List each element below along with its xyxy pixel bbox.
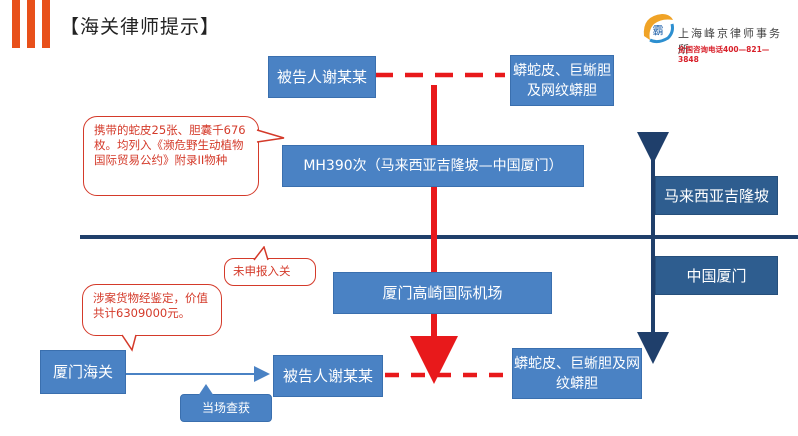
customs-label: 厦门海关 xyxy=(52,363,113,381)
seized-callout-pointer xyxy=(198,384,214,396)
goods-bottom-box: 蟒蛇皮、巨蜥胆及网纹蟒胆 xyxy=(512,348,642,399)
defendant-top-label: 被告人谢某某 xyxy=(276,68,367,86)
airport-label: 厦门高崎国际机场 xyxy=(382,284,503,302)
seized-label: 当场查获 xyxy=(201,401,250,415)
seized-callout: 当场查获 xyxy=(180,394,272,422)
accent-bar-1 xyxy=(12,0,20,48)
logo: 霸 上海峰京律师事务所 全国咨询电话400—821—3848 xyxy=(640,10,790,64)
logo-mark: 霸 xyxy=(653,24,664,37)
undeclared-callout-pointer xyxy=(253,246,269,261)
defendant-bottom-label: 被告人谢某某 xyxy=(282,367,373,385)
logo-name: 上海峰京律师事务所 xyxy=(678,27,782,56)
goods-top-box: 蟒蛇皮、巨蜥胆及网纹蟒胆 xyxy=(510,55,614,106)
carry-callout-text: 携带的蛇皮25张、胆囊千676枚。均列入《濒危野生动植物国际贸易公约》附录II物… xyxy=(94,123,246,167)
logo-icon: 霸 xyxy=(643,14,674,44)
appraisal-callout-text: 涉案货物经鉴定，价值共计6309000元。 xyxy=(93,291,208,320)
customs-box: 厦门海关 xyxy=(40,350,126,394)
china-box: 中国厦门 xyxy=(655,256,778,295)
goods-top-label: 蟒蛇皮、巨蜥胆及网纹蟒胆 xyxy=(513,62,611,99)
undeclared-callout-text: 未申报入关 xyxy=(233,264,291,278)
airport-box: 厦门高崎国际机场 xyxy=(333,272,552,314)
malaysia-label: 马来西亚吉隆坡 xyxy=(663,186,769,205)
malaysia-box: 马来西亚吉隆坡 xyxy=(655,176,778,215)
page-title: 【海关律师提示】 xyxy=(60,16,221,38)
defendant-bottom-box: 被告人谢某某 xyxy=(273,355,383,397)
logo-phone: 全国咨询电话400—821—3848 xyxy=(678,45,770,64)
goods-bottom-label: 蟒蛇皮、巨蜥胆及网纹蟒胆 xyxy=(514,355,640,392)
accent-bar-2 xyxy=(27,0,35,48)
undeclared-callout: 未申报入关 xyxy=(224,258,316,286)
china-label: 中国厦门 xyxy=(686,266,747,285)
appraisal-callout: 涉案货物经鉴定，价值共计6309000元。 xyxy=(82,284,222,336)
flight-label: MH390次（马来西亚吉隆坡—中国厦门） xyxy=(303,158,563,174)
carry-callout-pointer xyxy=(256,129,285,143)
accent-bar-3 xyxy=(42,0,50,48)
appraisal-callout-pointer xyxy=(121,334,137,352)
defendant-top-box: 被告人谢某某 xyxy=(268,56,376,98)
flight-box: MH390次（马来西亚吉隆坡—中国厦门） xyxy=(282,145,584,187)
carry-callout: 携带的蛇皮25张、胆囊千676枚。均列入《濒危野生动植物国际贸易公约》附录II物… xyxy=(83,116,259,196)
